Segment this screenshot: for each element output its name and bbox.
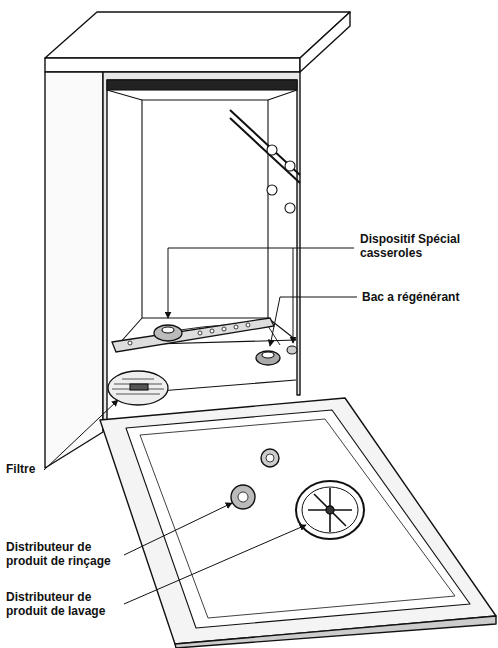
- part-label: Distributeur de produit de rinçage: [6, 540, 122, 568]
- side-panel: [45, 72, 103, 468]
- front-frame: [103, 72, 300, 430]
- part-label: Distributeur de produit de lavage: [6, 590, 122, 618]
- top-rim: [107, 80, 297, 90]
- rinse-dispenser: [231, 485, 255, 509]
- leader-line: [124, 503, 232, 555]
- door-inner: [126, 410, 470, 628]
- small-dispenser: [261, 449, 279, 467]
- back-wall: [142, 100, 268, 318]
- rail-wheel: [267, 145, 277, 155]
- leader-line: [44, 400, 118, 470]
- filter-mesh: [112, 379, 164, 394]
- rail-wheel: [285, 161, 295, 171]
- part-label: Filtre: [6, 462, 42, 476]
- rail-wheel: [267, 185, 277, 195]
- spray-holes: [128, 323, 250, 345]
- arm-hub: [154, 325, 182, 341]
- leader-line: [293, 248, 294, 343]
- door: [100, 398, 496, 648]
- wash-dispenser: [296, 481, 364, 539]
- knob: [287, 346, 297, 354]
- tub-edges: [107, 90, 297, 345]
- rail-wheel: [285, 203, 295, 213]
- arm-hub-cap: [162, 327, 174, 333]
- cabinet: [45, 12, 350, 468]
- leader-line: [270, 297, 357, 346]
- regenerant-cap-top: [262, 352, 274, 358]
- leader-line: [168, 248, 354, 318]
- filter: [108, 371, 168, 405]
- part-label: Bac a régénérant: [362, 290, 492, 304]
- door-outer: [100, 398, 496, 644]
- leader-line: [124, 525, 306, 604]
- door-panel: [140, 419, 455, 618]
- worktop-side: [300, 12, 350, 72]
- tub: [107, 80, 300, 405]
- regenerant-cap: [256, 351, 280, 365]
- rail: [230, 110, 300, 183]
- worktop: [45, 12, 350, 58]
- filter-handle: [130, 384, 148, 390]
- worktop-edge: [45, 58, 300, 72]
- spray-arm: [112, 318, 274, 352]
- part-label: Dispositif Spécial casseroles: [360, 232, 490, 260]
